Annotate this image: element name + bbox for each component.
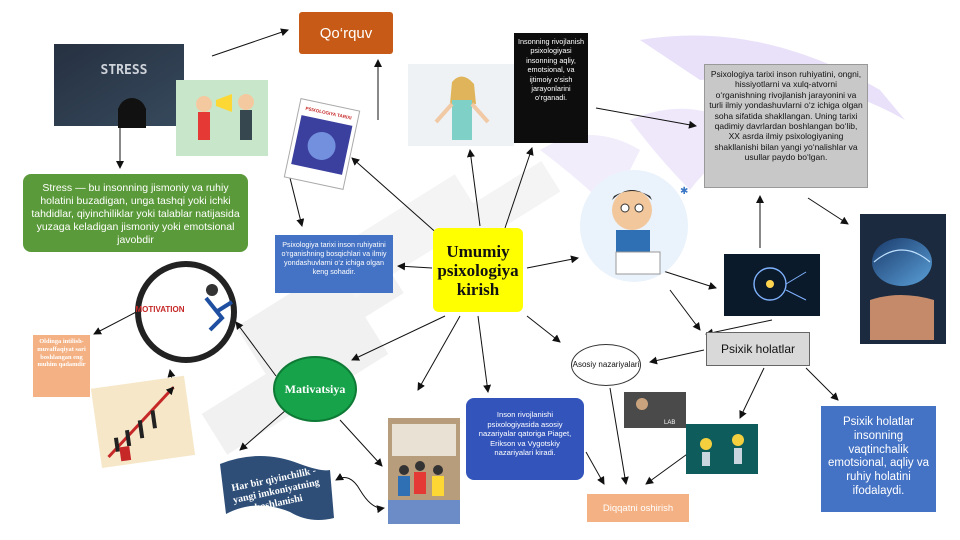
mental-states-definition-box: Psixik holatlar insonning vaqtinchalik e… xyxy=(821,406,936,512)
shouting-image xyxy=(176,80,268,156)
motivation-ribbon xyxy=(220,456,334,520)
team-arrow-image xyxy=(90,375,196,469)
light-bulbs-image xyxy=(686,424,758,474)
svg-text:MOTIVATION: MOTIVATION xyxy=(135,305,184,314)
fear-node[interactable]: Qo‘rquv xyxy=(299,12,393,54)
goal-box: Oldinga intilish-muvaffaqiyat sari boshl… xyxy=(33,335,90,397)
mental-states-label: Psixik holatlar xyxy=(720,342,796,356)
mental-states-node[interactable]: Psixik holatlar xyxy=(706,332,810,366)
book-image: PSIXOLOGIYA TARIXI xyxy=(283,98,361,190)
motivation-image: MOTIVATION xyxy=(135,261,237,363)
stress-image: STRESS xyxy=(54,44,184,128)
attention-node[interactable]: Diqqatni oshirish xyxy=(587,494,689,522)
theories-node[interactable]: Asosiy nazariyalari xyxy=(571,344,641,386)
attention-label: Diqqatni oshirish xyxy=(602,502,674,514)
stressed-man-image: ✱ xyxy=(580,170,688,282)
fear-label: Qo‘rquv xyxy=(319,24,373,42)
woman-image xyxy=(408,64,514,146)
small-photo: LAB xyxy=(624,392,686,428)
central-topic-node[interactable]: Umumiy psixologiya kirish xyxy=(433,228,523,312)
brain-hands-image xyxy=(860,214,946,344)
stress-definition-box: Stress — bu insonning jismoniy va ruhiy … xyxy=(23,174,248,252)
svg-text:✱: ✱ xyxy=(680,186,688,197)
motivation-label: Mativatsiya xyxy=(284,381,346,396)
motivation-node[interactable]: Mativatsiya xyxy=(273,356,357,422)
development-definition-box: Insonning rivojlanish psixologiyasi inso… xyxy=(514,33,588,143)
goal-text: Oldinga intilish-muvaffaqiyat sari boshl… xyxy=(37,338,86,369)
history-definition-text: Psixologiya tarixi inson ruhiyatini, ong… xyxy=(709,69,863,163)
connectors xyxy=(93,28,849,514)
svg-text:STRESS: STRESS xyxy=(101,63,148,78)
development-definition-text: Insonning rivojlanish psixologiyasi inso… xyxy=(517,37,585,103)
theories-definition-text: Inson rivojlanishi psixologiyasida asosi… xyxy=(478,410,572,458)
mental-states-definition-text: Psixik holatlar insonning vaqtinchalik e… xyxy=(828,416,929,497)
classroom-photo xyxy=(388,418,460,524)
history-short-box: Psixologiya tarixi inson ruhiyatini o‘rg… xyxy=(275,235,393,293)
theories-label: Asosiy nazariyalari xyxy=(572,360,640,369)
theories-definition-box: Inson rivojlanishi psixologiyasida asosi… xyxy=(466,398,584,480)
svg-text:LAB: LAB xyxy=(664,420,675,426)
history-short-text: Psixologiya tarixi inson ruhiyatini o‘rg… xyxy=(281,240,387,276)
central-topic-label: Umumiy psixologiya kirish xyxy=(437,241,519,299)
stress-definition-text: Stress — bu insonning jismoniy va ruhiy … xyxy=(31,182,240,246)
neural-head-image xyxy=(724,254,820,316)
history-definition-box: Psixologiya tarixi inson ruhiyatini, ong… xyxy=(704,64,868,188)
